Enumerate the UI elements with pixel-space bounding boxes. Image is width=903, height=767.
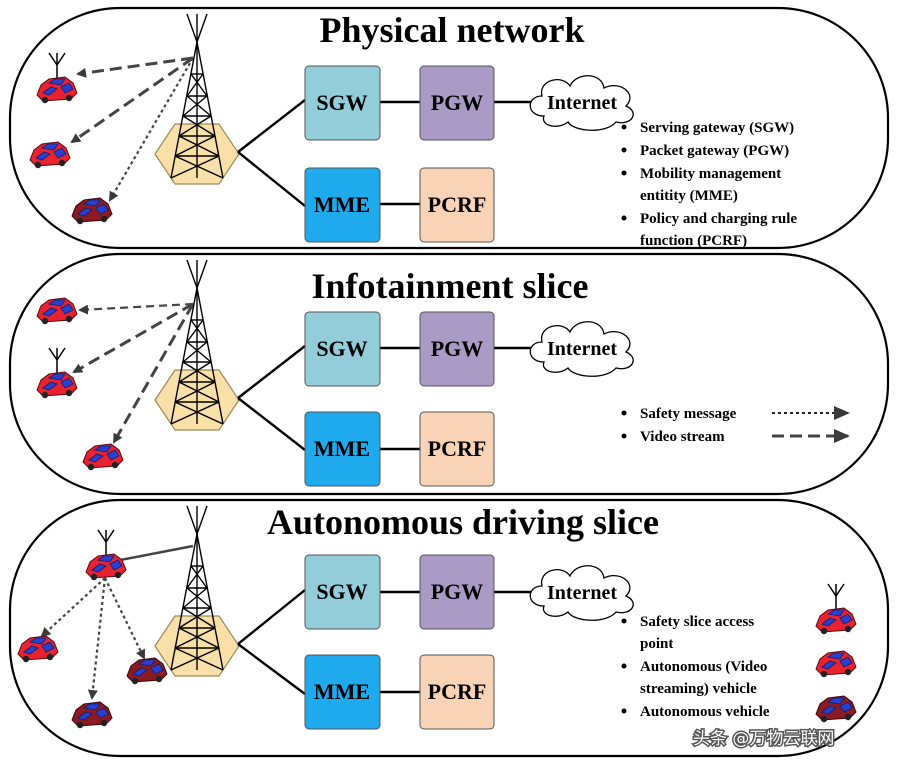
link-tower-mme xyxy=(237,643,306,695)
pgw-label: PGW xyxy=(431,579,484,604)
bullet xyxy=(621,708,627,714)
link-tower-mme xyxy=(237,151,306,207)
video-stream-link xyxy=(76,56,194,78)
legend-item: streaming) vehicle xyxy=(640,681,757,697)
pcrf-box xyxy=(419,167,495,243)
pgw-label: PGW xyxy=(431,336,484,361)
pcrf-label: PCRF xyxy=(428,192,487,217)
legend-item: function (PCRF) xyxy=(640,233,747,249)
mme-label: MME xyxy=(314,436,370,461)
legend-item: Video stream xyxy=(640,429,725,445)
panel-title: Physical network xyxy=(320,10,585,50)
panel-title: Infotainment slice xyxy=(312,266,589,306)
legend-item: entitity (MME) xyxy=(640,188,738,204)
link-tower-sgw xyxy=(237,99,306,153)
panel-autonomous-driving-slice: Autonomous driving slice SGW PGW MME PCR… xyxy=(8,498,890,758)
mme-label: MME xyxy=(314,192,370,217)
video-stream-link xyxy=(78,302,194,315)
pgw-box xyxy=(419,65,495,141)
legend-item: Serving gateway (SGW) xyxy=(640,120,794,136)
sgw-label: SGW xyxy=(316,336,367,361)
bullet xyxy=(621,124,627,130)
bullet xyxy=(621,663,627,669)
safety-message-link xyxy=(40,577,106,638)
legend-physical: Serving gateway (SGW) Packet gateway (PG… xyxy=(621,120,797,249)
safety-message-link xyxy=(104,577,145,660)
video-stream-link xyxy=(112,303,195,444)
pgw-label: PGW xyxy=(431,90,484,115)
bullet xyxy=(621,618,627,624)
link-tower-sgw xyxy=(237,589,306,645)
sgw-label: SGW xyxy=(316,579,367,604)
mme-box xyxy=(304,654,381,730)
legend-item: point xyxy=(640,636,673,652)
video-stream-link xyxy=(72,302,194,374)
bullet xyxy=(621,147,627,153)
pcrf-label: PCRF xyxy=(428,436,487,461)
video-stream-link xyxy=(70,56,194,144)
watermark-text: 头条 @万物云联网 xyxy=(693,729,834,749)
pcrf-box xyxy=(419,411,495,487)
legend-item: Packet gateway (PGW) xyxy=(640,143,789,159)
sgw-box xyxy=(304,554,381,630)
mme-box xyxy=(304,411,381,487)
pgw-box xyxy=(419,311,495,387)
legend-infotainment: Safety message Video stream xyxy=(621,406,850,445)
safety-message-link xyxy=(87,577,107,700)
pcrf-box xyxy=(419,654,495,730)
legend-item: Policy and charging rule xyxy=(640,211,797,227)
panel-infotainment-slice: Infotainment slice SGW PGW MME PCRF Inte… xyxy=(8,252,890,496)
access-point-link xyxy=(109,544,194,564)
bullet xyxy=(621,410,627,416)
sgw-label: SGW xyxy=(316,90,367,115)
panel-title: Autonomous driving slice xyxy=(267,502,659,542)
sgw-box xyxy=(304,311,381,387)
pcrf-label: PCRF xyxy=(428,679,487,704)
legend-item: Autonomous vehicle xyxy=(640,704,770,720)
bullet xyxy=(621,170,627,176)
legend-item: Safety message xyxy=(640,406,737,422)
bullet xyxy=(621,215,627,221)
legend-autonomous: Safety slice access point Autonomous (Vi… xyxy=(621,583,857,723)
legend-item: Safety slice access xyxy=(640,614,754,630)
link-tower-mme xyxy=(237,397,306,451)
panel-physical-network: Physical network SGW PGW MME PCRF Intern… xyxy=(8,6,890,250)
mme-box xyxy=(304,167,381,243)
link-tower-sgw xyxy=(237,345,306,399)
internet-label: Internet xyxy=(547,92,617,114)
mme-label: MME xyxy=(314,679,370,704)
legend-item: Mobility management xyxy=(640,166,781,182)
internet-label: Internet xyxy=(547,338,617,360)
legend-item: Autonomous (Video xyxy=(640,659,767,675)
pgw-box xyxy=(419,554,495,630)
sgw-box xyxy=(304,65,381,141)
bullet xyxy=(621,433,627,439)
internet-label: Internet xyxy=(547,582,617,604)
